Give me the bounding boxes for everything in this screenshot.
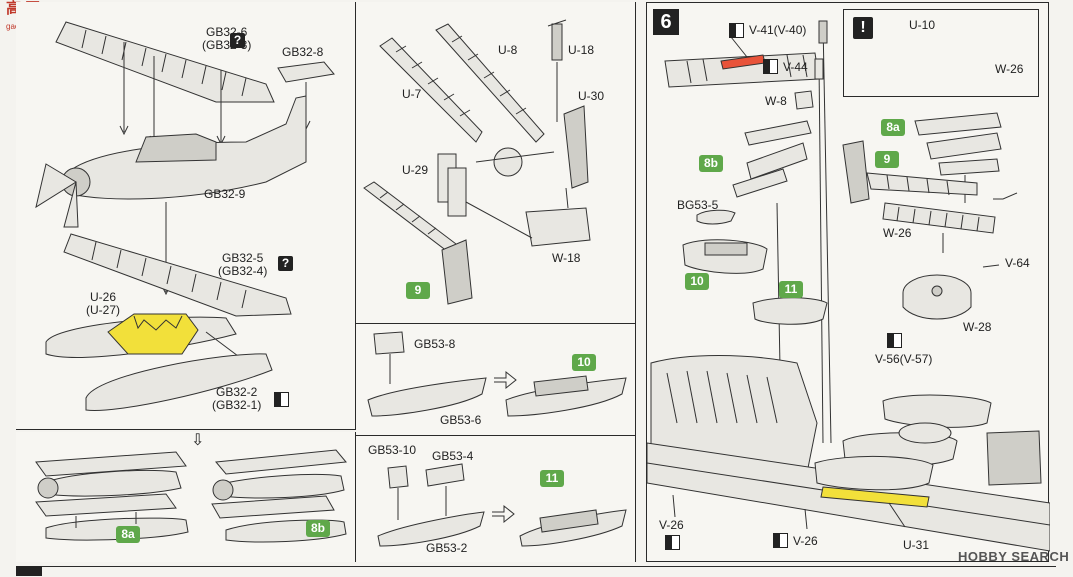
- step-badge-9: 9: [406, 282, 430, 299]
- step-badge-8a: 8a: [881, 119, 905, 136]
- label-u30: U-30: [578, 89, 605, 103]
- notice-box: [843, 9, 1039, 97]
- label-w26-rail: W-26: [883, 226, 912, 240]
- label-gb53-6: GB53-6: [440, 413, 482, 427]
- label-gb32-9: GB32-9: [204, 187, 246, 201]
- highlight-u26: [107, 313, 199, 355]
- panel-step-6-main: 6 V-41(V-40) V-44 W-8 ! U-10 W-26 8a 8b …: [646, 2, 1050, 562]
- arrow-down-icon: ⇩: [191, 432, 205, 449]
- question-icon: ?: [230, 33, 245, 48]
- label-v26-left: V-26: [659, 518, 684, 532]
- boat-10-drawing: [367, 331, 627, 417]
- label-gb53-8: GB53-8: [414, 337, 456, 351]
- step-badge-9: 9: [875, 151, 899, 168]
- glue-symbol-icon: [773, 533, 788, 548]
- label-u27: (U-27): [86, 303, 121, 317]
- label-w8: W-8: [765, 94, 787, 108]
- label-u8: U-8: [498, 43, 518, 57]
- label-gb53-2: GB53-2: [426, 541, 468, 555]
- label-v56: V-56(V-57): [875, 352, 933, 366]
- notice-icon: !: [853, 17, 873, 39]
- step-badge-10: 10: [685, 273, 709, 290]
- label-v26-right: V-26: [793, 534, 818, 548]
- label-u26: U-26: [90, 290, 117, 304]
- label-w28: W-28: [963, 320, 992, 334]
- ship-deck-drawing: [647, 20, 1050, 552]
- next-step-tab: [16, 566, 42, 576]
- label-gb32-8: GB32-8: [282, 45, 324, 59]
- bottom-strip: [16, 566, 1056, 577]
- glue-symbol-icon: [729, 23, 744, 38]
- label-gb32-2: GB32-2: [216, 385, 258, 399]
- glue-symbol-icon: [763, 59, 778, 74]
- label-gb32-5: GB32-5: [222, 251, 264, 265]
- step-number-6: 6: [653, 9, 679, 35]
- panel-crane-assembly: U-8 U-18 U-7 U-30 U-29 W-18 9: [356, 2, 636, 324]
- label-w26-notice: W-26: [995, 62, 1024, 76]
- label-u29: U-29: [402, 163, 429, 177]
- step-badge-8b: 8b: [306, 520, 330, 537]
- glue-symbol-icon: [887, 333, 902, 348]
- label-bg53-5: BG53-5: [677, 198, 719, 212]
- glue-symbol-icon: [665, 535, 680, 550]
- glue-symbol-icon: [274, 392, 289, 407]
- label-w18: W-18: [552, 251, 581, 265]
- highlight-u31: [820, 486, 930, 508]
- label-v41: V-41(V-40): [749, 23, 807, 37]
- panel-floatplane-assembly: GB32-6 (GB32-3) ? GB32-8 GB32-9 GB32-5 (…: [16, 2, 356, 430]
- label-gb53-10: GB53-10: [368, 443, 417, 457]
- panel-boat-step-10: GB53-8 GB53-6 10: [356, 324, 636, 436]
- label-v44: V-44: [783, 60, 808, 74]
- label-u10: U-10: [909, 18, 936, 32]
- panel-finished-planes: ⇩ 8a 8b: [16, 432, 356, 562]
- label-gb32-1: (GB32-1): [212, 398, 262, 412]
- step-badge-11: 11: [540, 470, 564, 487]
- step-badge-10: 10: [572, 354, 596, 371]
- label-gb53-4: GB53-4: [432, 449, 474, 463]
- question-icon: ?: [278, 256, 293, 271]
- label-u18: U-18: [568, 43, 595, 57]
- step-badge-11: 11: [779, 281, 803, 298]
- floatplane-drawing: [35, 21, 335, 411]
- step-badge-8b: 8b: [699, 155, 723, 172]
- watermark-hobbysearch: HOBBY SEARCH: [958, 549, 1070, 564]
- label-v64: V-64: [1005, 256, 1030, 270]
- label-u7: U-7: [402, 87, 422, 101]
- label-gb32-4: (GB32-4): [218, 264, 268, 278]
- label-u31: U-31: [903, 538, 930, 552]
- panel-boat-step-11: GB53-10 GB53-4 GB53-2 11: [356, 436, 636, 562]
- boat-11-drawing: [377, 463, 627, 547]
- step-badge-8a: 8a: [116, 526, 140, 543]
- finished-planes-drawing: [35, 449, 347, 543]
- crane-drawing: [363, 19, 591, 305]
